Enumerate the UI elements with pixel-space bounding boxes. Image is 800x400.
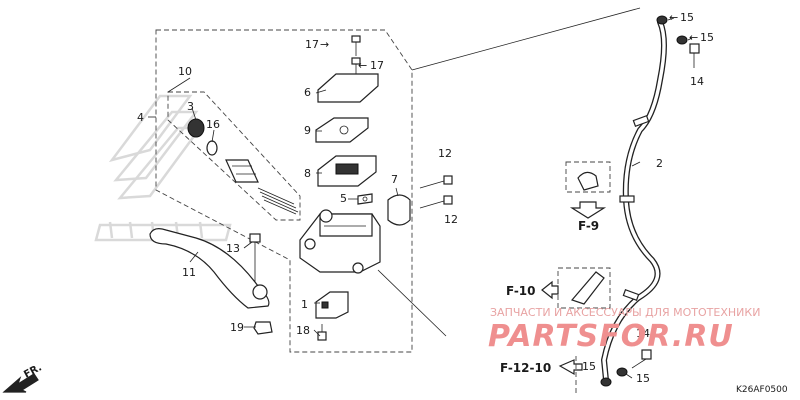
arrow-15b: ← [689,31,698,44]
callout-19: 19 [230,321,244,334]
clip-5 [357,193,373,205]
piston [225,159,259,183]
assembly-outline [155,29,413,353]
piston-set-outline [167,91,301,221]
callout-17a: 17 [305,38,319,51]
callout-17b: 17 [370,59,384,72]
diaphragm-plate-9 [315,117,369,143]
reference-f1210[interactable]: F-12-10 [500,361,551,375]
callout-1: 1 [301,298,308,311]
callout-15c: 15 [582,360,596,373]
brake-hose-2 [600,19,667,383]
reference-f9-group [565,161,611,219]
spring [257,187,299,215]
sealing-washer-15d [616,367,628,377]
arrow-17b: ← [358,59,367,72]
hose-leader-line [377,269,447,337]
callout-6: 6 [304,86,311,99]
callout-2: 2 [656,157,663,170]
oil-bolt-14a [689,43,700,68]
master-cylinder-body [299,209,381,274]
callout-7: 7 [391,173,398,186]
bolt-12b [419,195,453,209]
callout-10: 10 [178,65,192,78]
callout-8: 8 [304,167,311,180]
brake-switch-1 [315,291,349,319]
diagram-code: K26AF0500 [736,385,788,395]
watermark-brand: PARTSFOR.RU [488,319,734,354]
callout-15b: 15 [700,31,714,44]
callout-18: 18 [296,324,310,337]
callout-14a: 14 [690,75,704,88]
reservoir-cap-6 [317,73,379,103]
reference-f10-group [541,267,611,309]
arrow-17a: → [320,38,329,51]
callout-4: 4 [137,111,144,124]
boot-3 [187,118,205,138]
leader-lines [148,17,693,379]
circlip-16 [206,140,218,156]
screw-17a [351,35,361,56]
brake-lever-11 [149,228,270,309]
reference-f9[interactable]: F-9 [578,219,599,233]
callout-3: 3 [187,100,194,113]
sealing-washer-15a [656,15,668,25]
callout-11: 11 [182,266,196,279]
oil-bolt-14b [631,349,652,369]
screw-18 [317,324,327,341]
callout-5: 5 [340,192,347,205]
sealing-washer-15c [600,377,612,387]
callout-12b: 12 [444,213,458,226]
reference-f10[interactable]: F-10 [506,284,536,298]
callout-15d: 15 [636,372,650,385]
hose-leader-line-top [411,7,641,71]
sealing-washer-15b [676,35,688,45]
callout-9: 9 [304,124,311,137]
reference-f1210-arrow [558,359,583,376]
pivot-nut-19 [253,321,273,335]
bolt-12a [419,175,453,189]
holder-clamp-7 [387,194,411,226]
callout-13: 13 [226,242,240,255]
forward-direction-arrow [2,373,39,393]
callout-15a: 15 [680,11,694,24]
callout-12a: 12 [438,147,452,160]
callout-14b: 14 [636,327,650,340]
screw-17b [351,57,361,74]
pivot-bolt-13 [249,233,261,282]
callout-16: 16 [206,118,220,131]
arrow-15a: ← [669,11,678,24]
watermark-tagline: ЗАПЧАСТИ И АКСЕССУАРЫ ДЛЯ МОТОТЕХНИКИ [490,306,760,319]
